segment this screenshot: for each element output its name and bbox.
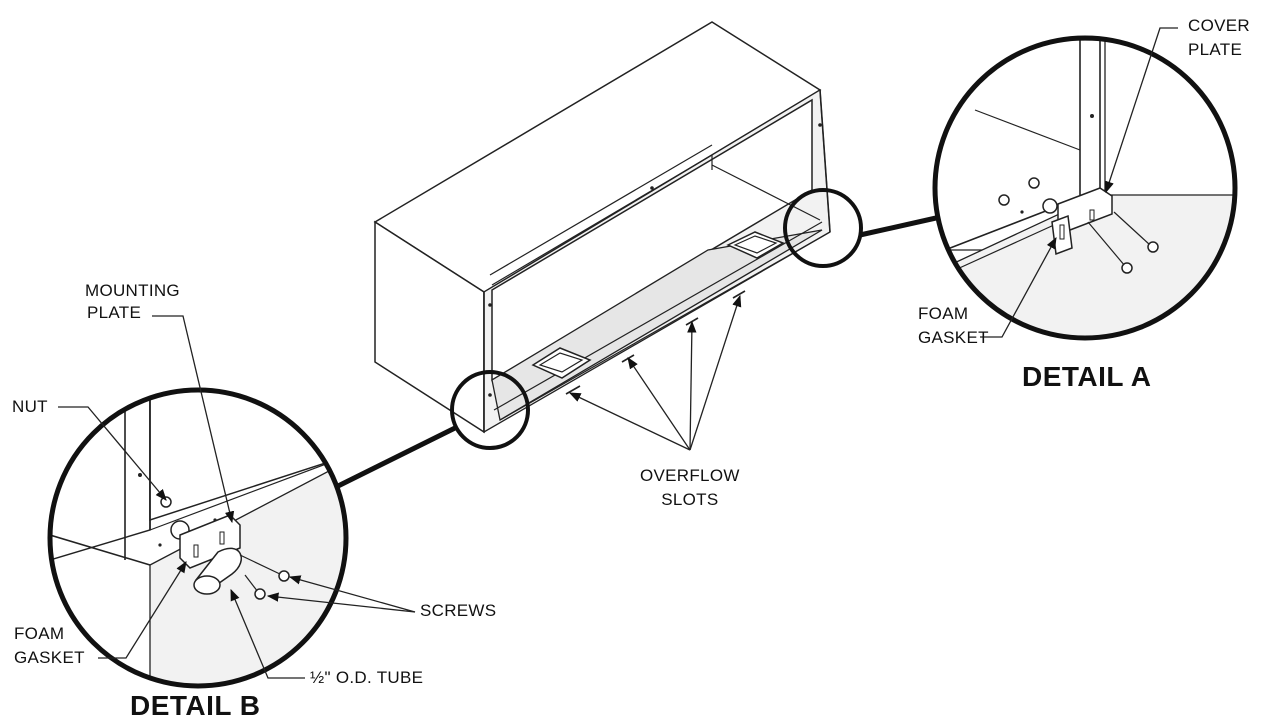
foam-gasket-a-label-line1: FOAM — [918, 304, 969, 323]
wall-sleeve-box — [373, 21, 831, 434]
detail-b-callout-circle — [450, 370, 530, 450]
overflow-leader-1 — [568, 392, 691, 451]
foam-gasket-a-label: FOAM GASKET — [918, 302, 989, 350]
screws-label: SCREWS — [420, 601, 497, 620]
detail-a-view — [932, 35, 1238, 341]
cover-plate-label-line2: PLATE — [1188, 40, 1243, 59]
screws-leader-1 — [288, 575, 416, 613]
tube-leader — [230, 588, 305, 679]
overflow-slots-label-line2: SLOTS — [661, 490, 719, 509]
cover-plate-label-line1: COVER — [1188, 16, 1250, 35]
screws-leader-2 — [266, 592, 416, 613]
overflow-leader-4 — [689, 294, 742, 451]
overflow-slots-label: OVERFLOW SLOTS — [640, 464, 740, 512]
nut-label: NUT — [12, 397, 48, 416]
detail-b-title: DETAIL B — [130, 690, 261, 721]
detail-a-title: DETAIL A — [1022, 361, 1152, 392]
mounting-plate-label: MOUNTING PLATE — [85, 280, 180, 324]
foam-gasket-b-label-line2: GASKET — [14, 648, 85, 667]
mounting-plate-leader — [152, 315, 235, 524]
mounting-plate-label-line2: PLATE — [87, 303, 142, 322]
detail-a-connector — [859, 215, 937, 238]
detail-b-connector — [328, 425, 457, 493]
foam-gasket-b-label-line1: FOAM — [14, 624, 65, 643]
overflow-leader-2 — [627, 357, 691, 451]
foam-gasket-a-label-line2: GASKET — [918, 328, 989, 347]
detail-b-view — [47, 387, 349, 689]
detail-a-callout-circle — [783, 188, 863, 268]
tube-label: ½" O.D. TUBE — [310, 668, 424, 687]
foam-gasket-b-leader — [98, 561, 187, 659]
overflow-slots-label-line1: OVERFLOW — [640, 466, 740, 485]
cover-plate-label: COVER PLATE — [1188, 14, 1250, 62]
nut-leader — [58, 406, 167, 501]
mounting-plate-label-line1: MOUNTING — [85, 281, 180, 300]
foam-gasket-a-leader — [980, 236, 1057, 338]
overflow-leader-3 — [687, 320, 697, 451]
cover-plate-leader — [1104, 27, 1178, 194]
foam-gasket-b-label: FOAM GASKET — [14, 622, 85, 670]
